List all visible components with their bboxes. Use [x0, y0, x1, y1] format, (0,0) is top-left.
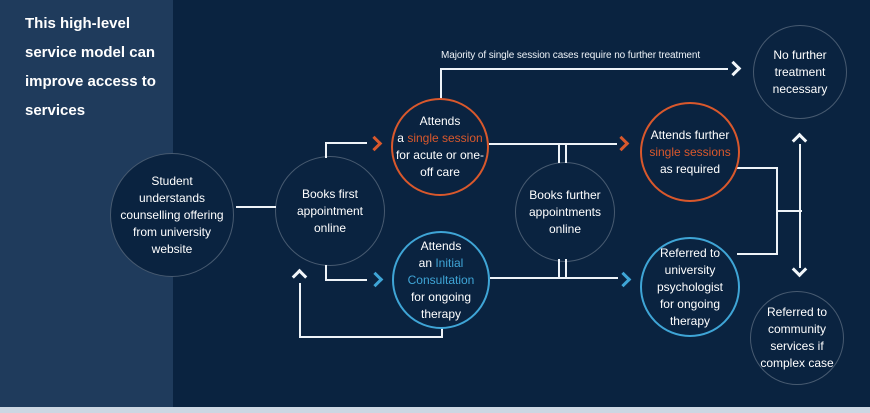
arrow-right-blue2-icon [615, 271, 632, 288]
connector-booksfirst-up-vertical [325, 142, 327, 158]
node-books-first: Books first appointment online [275, 156, 385, 266]
node-books-further: Books further appointments online [515, 162, 615, 262]
connector-loop-horizontal [299, 336, 443, 338]
arrow-right-orange2-icon [613, 135, 630, 152]
node-referred-community-label: Referred to community services if comple… [760, 305, 834, 370]
text-segment: Attends an [418, 238, 462, 270]
connector-booksfirst-up-horizontal [325, 142, 367, 144]
node-further-sessions: Attends further single sessions as requi… [640, 102, 740, 202]
connector-outcome-vertical [799, 144, 801, 268]
page-title: This high-level service model can improv… [25, 15, 156, 119]
node-no-further-treatment: No further treatment necessary [753, 25, 847, 119]
text-segment-highlight: single sessions [649, 144, 731, 159]
node-referred-psychologist-label: Referred to university psychologist for … [656, 245, 724, 328]
arrow-up-loop-icon [291, 268, 308, 285]
connector-loop-left-vertical [299, 283, 301, 338]
connector-student-booksfirst [236, 206, 276, 208]
footer-stripe [0, 407, 870, 413]
node-further-sessions-label: Attends further single sessions as requi… [647, 125, 732, 180]
connector-booksfurther-bottom-tick1 [558, 259, 560, 278]
connector-furthersessions-right [737, 167, 778, 169]
connector-annotation-vertical [440, 68, 442, 99]
node-initial-consultation: Attends an Initial Consultation for ongo… [392, 231, 490, 329]
connector-booksfurther-top-tick2 [565, 145, 567, 163]
node-no-further-treatment-label: No further treatment necessary [772, 47, 828, 96]
annotation-text: Majority of single session cases require… [441, 50, 701, 61]
text-segment-highlight: Initial Consultation [407, 255, 475, 287]
node-student: Student understands counselling offering… [110, 153, 234, 277]
connector-psychologist-right [737, 253, 778, 255]
connector-loop-right-vertical [441, 327, 443, 338]
node-books-first-label: Books first appointment online [296, 186, 364, 235]
arrow-up-outcome-icon [791, 132, 808, 149]
text-segment: for ongoing therapy [410, 289, 472, 321]
connector-booksfurther-top-tick1 [558, 145, 560, 163]
connector-booksfurther-bottom-tick2 [565, 259, 567, 278]
node-initial-consultation-label: Attends an Initial Consultation for ongo… [406, 236, 477, 325]
text-segment: for acute or one- off care [395, 148, 485, 179]
connector-bracket-middle [777, 210, 802, 212]
connector-booksfirst-down-horizontal [325, 279, 367, 281]
node-single-session: Attends a single session for acute or on… [391, 98, 489, 196]
text-segment: Attends further [650, 127, 730, 142]
arrow-down-outcome-icon [791, 261, 808, 278]
arrow-right-blue-icon [367, 271, 384, 288]
text-segment: as required [659, 161, 721, 176]
connector-single-to-further [489, 143, 617, 145]
connector-initial-to-referred [490, 277, 618, 279]
arrow-right-orange-icon [366, 135, 383, 152]
node-student-label: Student understands counselling offering… [120, 173, 224, 256]
text-segment: Attends a [397, 114, 461, 145]
node-referred-community: Referred to community services if comple… [750, 291, 844, 385]
connector-booksfirst-down-vertical [325, 265, 327, 281]
node-books-further-label: Books further appointments online [528, 187, 602, 236]
node-referred-psychologist: Referred to university psychologist for … [640, 237, 740, 337]
node-single-session-label: Attends a single session for acute or on… [394, 111, 486, 183]
arrow-right-white-icon [725, 60, 742, 77]
connector-annotation-horizontal [440, 68, 728, 70]
text-segment-highlight: single session [407, 131, 483, 145]
